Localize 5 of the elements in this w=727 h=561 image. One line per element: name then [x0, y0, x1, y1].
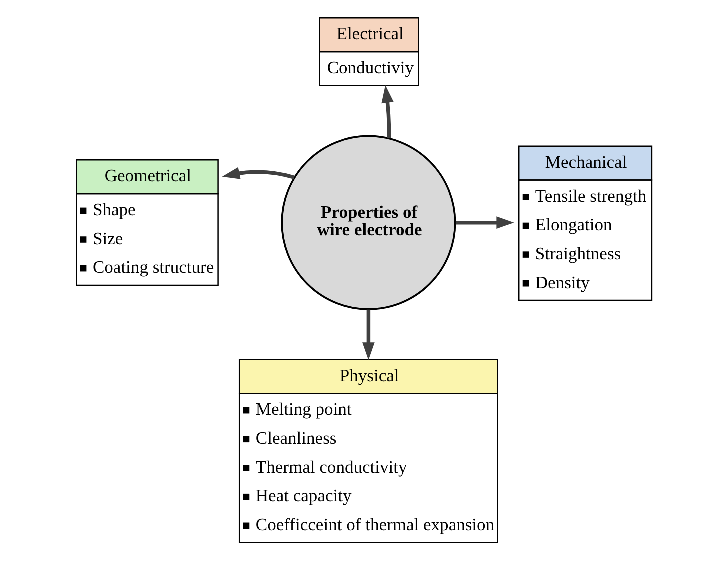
arrow [381, 85, 394, 138]
arrow [455, 216, 514, 229]
arrow [222, 167, 294, 180]
node-circle: Properties of wire electrode [280, 135, 456, 310]
arrow [362, 310, 374, 360]
